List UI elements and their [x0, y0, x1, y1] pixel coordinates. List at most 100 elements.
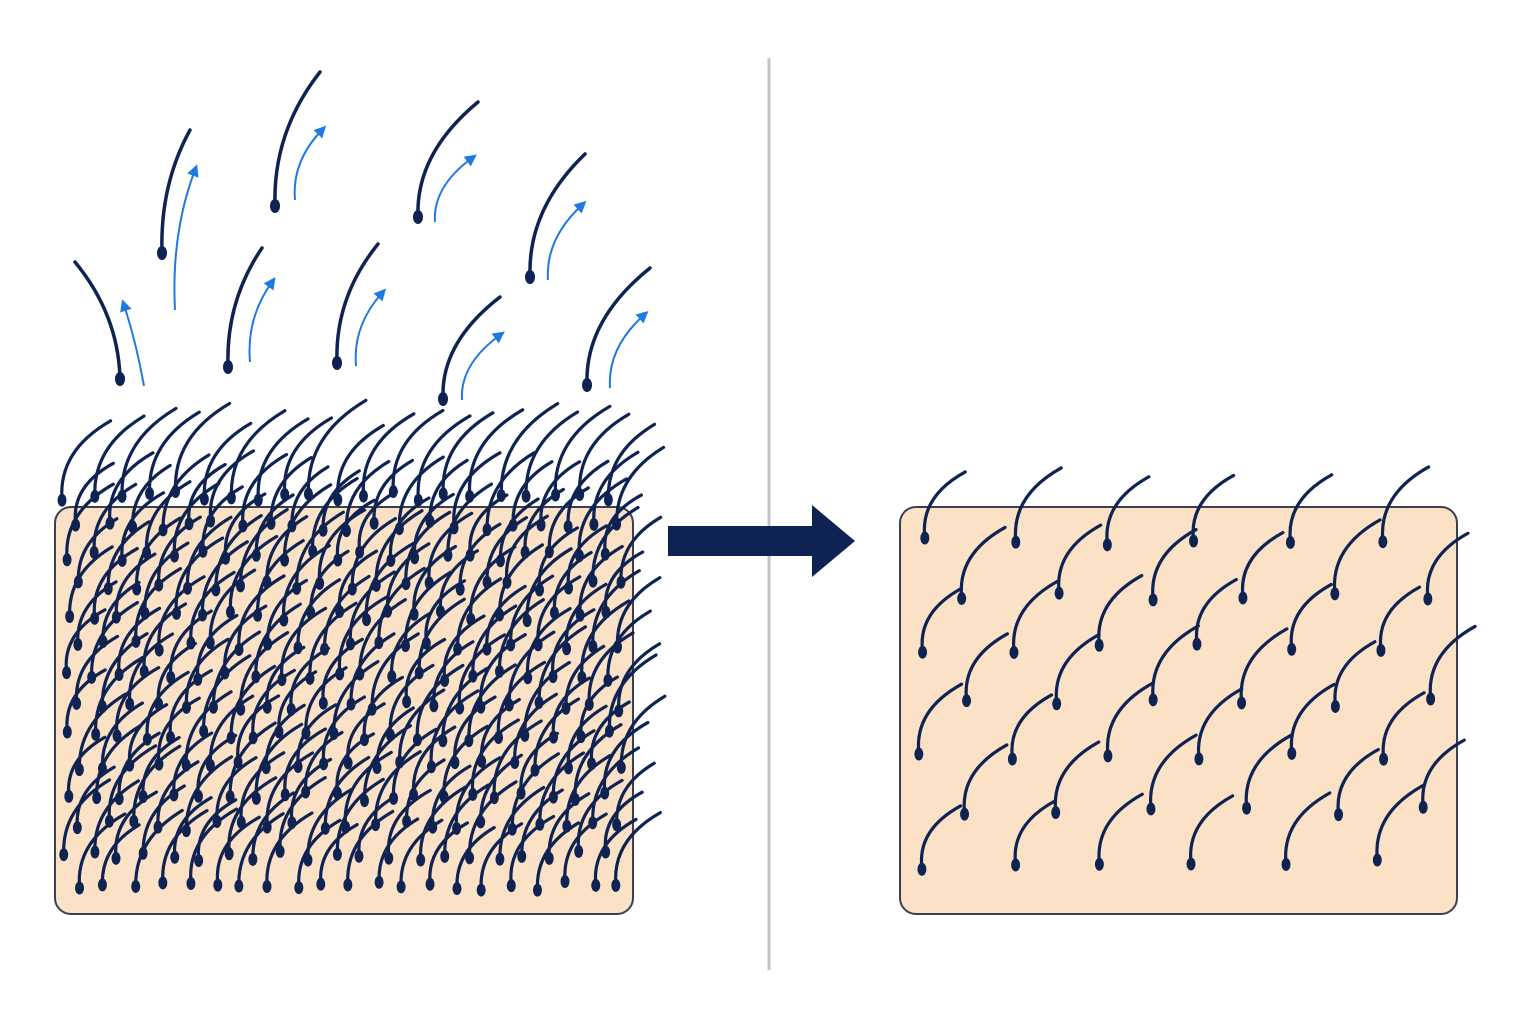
hair-bulb — [1372, 853, 1382, 867]
hair-strand — [76, 580, 118, 646]
hair-strand — [289, 646, 331, 711]
up-arrow-icon — [608, 310, 649, 389]
hair-strand — [92, 482, 138, 553]
hair-strand — [1332, 518, 1382, 595]
hair-strand — [1239, 627, 1289, 704]
hair-bulb — [611, 878, 621, 892]
hair-strand — [135, 516, 182, 590]
hair-strand — [479, 822, 524, 891]
hair-bulb — [332, 847, 342, 861]
hair-strand — [1097, 792, 1144, 865]
hair-strand — [415, 663, 465, 741]
hair-bulb — [360, 794, 370, 808]
hair-bulb — [91, 727, 101, 741]
hair-strand — [452, 451, 502, 529]
hair-strand — [372, 458, 415, 524]
hair-bulb — [1054, 586, 1064, 600]
hair-strand — [161, 453, 211, 531]
hair-strand — [1011, 579, 1059, 654]
hair-strand — [189, 570, 236, 644]
hair-strand — [265, 811, 314, 888]
hair-strand — [446, 482, 494, 556]
hair-strand — [564, 644, 606, 709]
hair-strand — [106, 520, 151, 590]
hair-strand — [157, 575, 206, 651]
hair-bulb — [1011, 535, 1021, 549]
hair-strand — [551, 608, 596, 678]
hair-strand — [1381, 691, 1426, 760]
hair-bulb — [588, 640, 598, 654]
scalp-after — [899, 506, 1458, 915]
hair-bulb — [1423, 592, 1433, 606]
hair-strand — [357, 794, 398, 857]
hair-strand — [208, 568, 257, 644]
hair-strand — [525, 606, 572, 679]
falling-hair-strand — [273, 70, 322, 207]
hair-strand — [100, 823, 141, 886]
hair-strand — [75, 765, 116, 829]
hair-bulb — [918, 645, 928, 659]
falling-hair-strand — [335, 242, 380, 364]
hair-strand — [346, 809, 395, 886]
up-arrow-icon — [460, 331, 505, 401]
hair-strand — [64, 608, 107, 674]
hair-strand — [65, 668, 107, 733]
after-panel — [899, 465, 1477, 915]
hair-strand — [283, 727, 327, 796]
hair-bulb — [115, 372, 125, 386]
hair-bulb — [962, 694, 972, 708]
hair-strand — [566, 459, 610, 528]
hair-bulb — [396, 880, 406, 894]
hair-strand — [919, 804, 963, 870]
hair-strand — [551, 729, 596, 798]
hair-strand — [319, 823, 359, 885]
hair-bulb — [194, 854, 204, 868]
hair-bulb — [544, 851, 554, 865]
hair-strand — [77, 812, 127, 889]
falling-hair-strand — [73, 260, 122, 380]
hair-strand — [455, 825, 496, 890]
hair-bulb — [97, 878, 107, 892]
hair-strand — [195, 613, 239, 681]
hair-strand — [322, 574, 371, 650]
hair-strand — [134, 808, 184, 888]
hair-bulb — [525, 270, 535, 284]
hair-strand — [566, 704, 608, 769]
hair-strand — [1196, 687, 1244, 760]
hair-bulb — [89, 545, 99, 559]
hair-bulb — [1051, 805, 1061, 819]
hair-strand — [566, 524, 609, 589]
hair-strand — [922, 470, 967, 539]
hair-strand — [202, 421, 253, 500]
hair-strand — [321, 695, 367, 765]
hair-strand — [607, 653, 658, 732]
hair-bulb — [1330, 699, 1340, 713]
hair-bulb — [62, 666, 72, 680]
hair-bulb — [343, 878, 353, 892]
hair-bulb — [1094, 638, 1104, 652]
hair-bulb — [1379, 752, 1389, 766]
hair-strand — [391, 408, 445, 493]
hair-strand — [443, 783, 490, 857]
hair-strand — [565, 753, 612, 827]
hair-strand — [236, 694, 281, 763]
hair-bulb — [1281, 857, 1291, 871]
hair-strand — [485, 451, 536, 531]
hair-strand — [552, 550, 593, 614]
hair-strand — [405, 758, 446, 822]
up-arrow-icon — [173, 164, 199, 311]
hair-strand — [1053, 740, 1101, 814]
hair-strand — [144, 480, 192, 554]
hair-strand — [417, 597, 466, 674]
hair-strand — [485, 516, 529, 583]
hair-strand — [349, 632, 396, 705]
hair-strand — [174, 536, 225, 614]
hair-strand — [589, 700, 631, 765]
hair-strand — [228, 534, 279, 613]
hair-bulb — [465, 851, 475, 865]
hair-bulb — [73, 637, 83, 651]
hair-strand — [538, 751, 586, 825]
falling-hair-strand — [585, 266, 652, 386]
hair-strand — [100, 701, 145, 770]
hair-strand — [168, 668, 213, 738]
